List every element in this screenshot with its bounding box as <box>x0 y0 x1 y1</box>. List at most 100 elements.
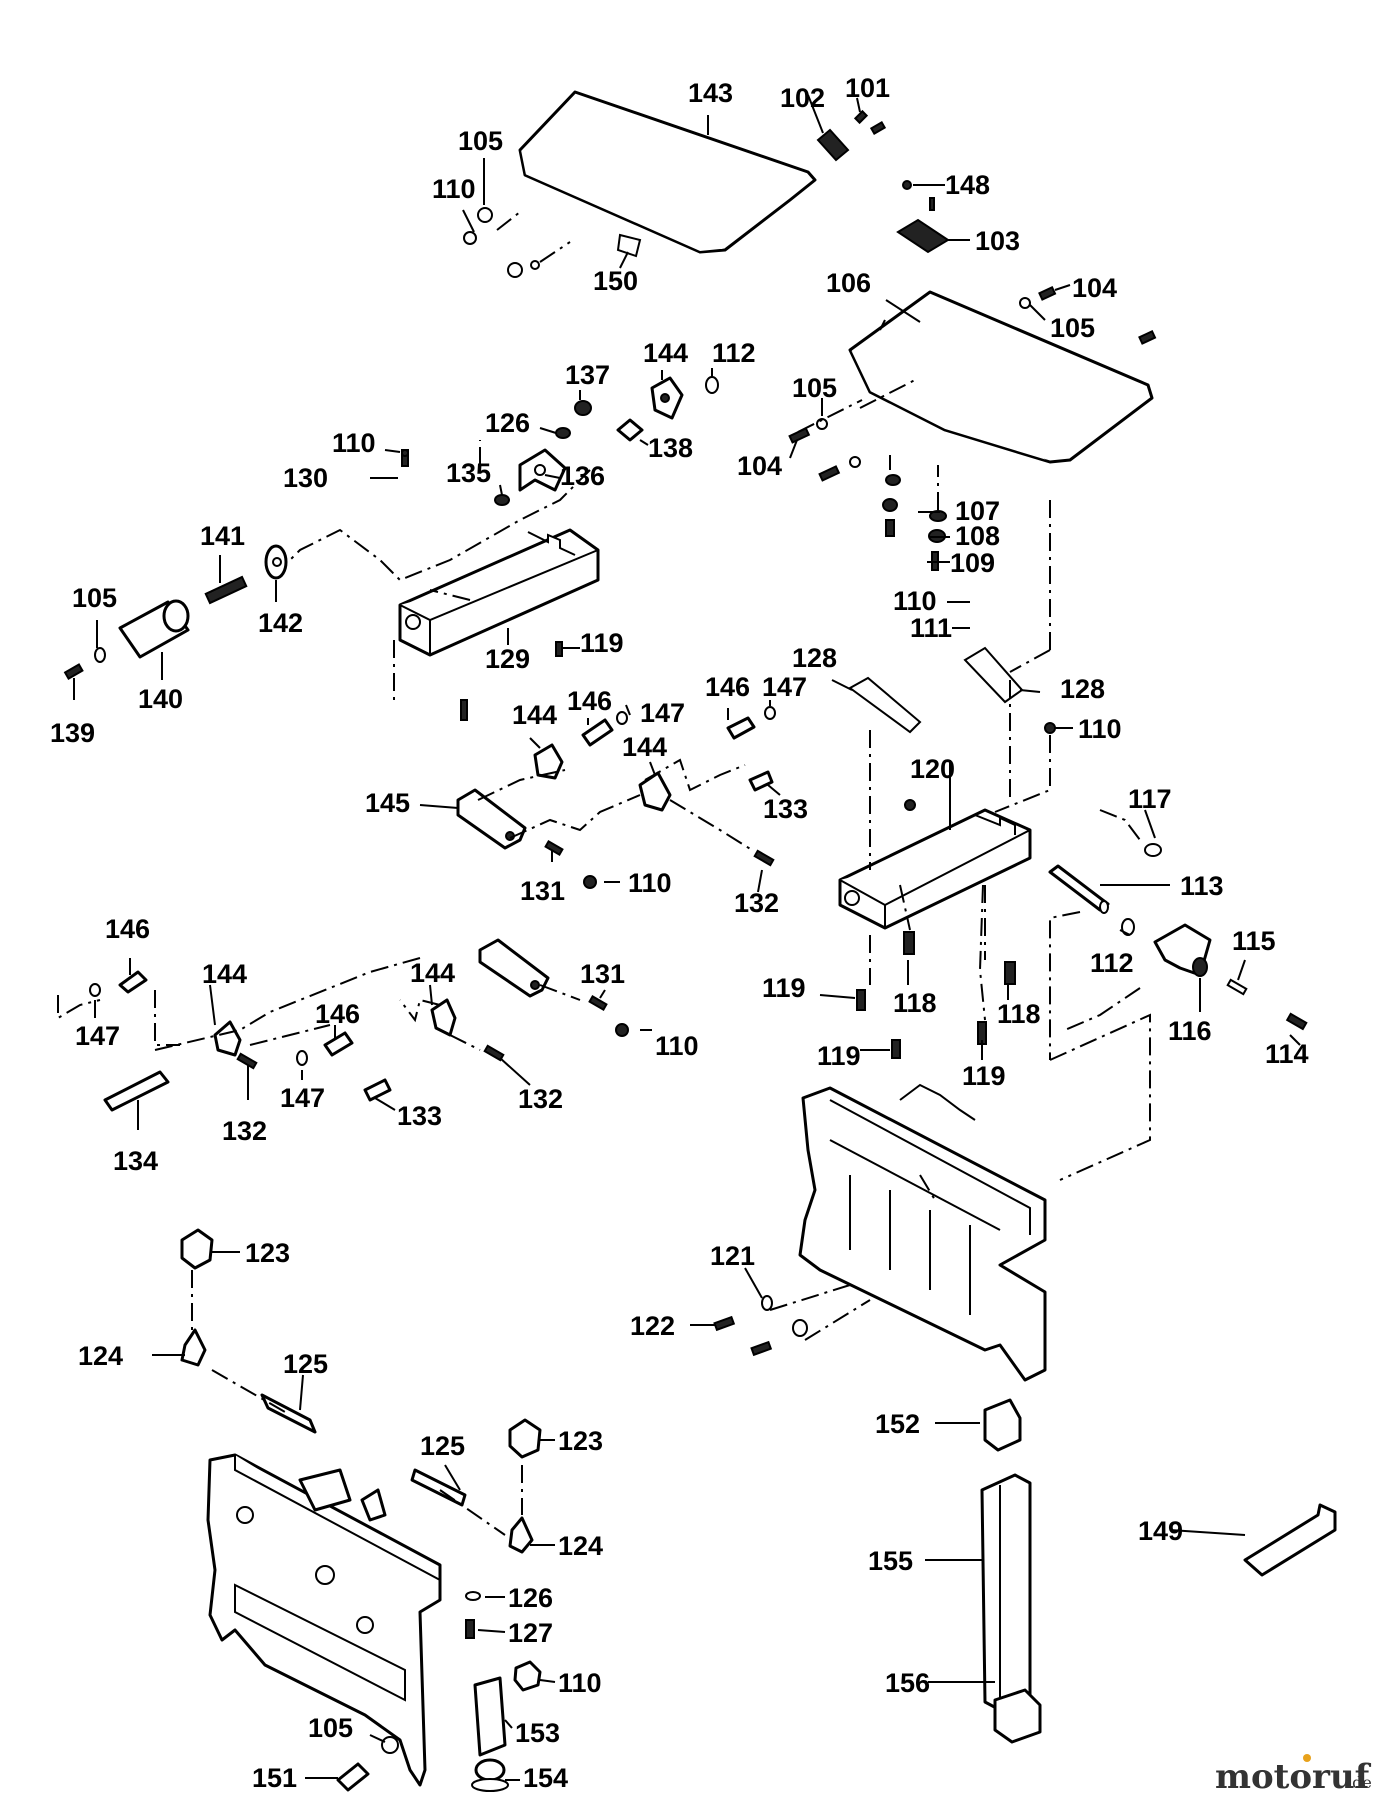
label-124: 124 <box>558 1531 603 1561</box>
label-150: 150 <box>593 266 638 296</box>
part-152-cap <box>983 1398 1022 1452</box>
part-113-shaft <box>1048 864 1110 914</box>
label-122: 122 <box>630 1311 675 1341</box>
label-104: 104 <box>737 451 782 481</box>
label-110: 110 <box>432 174 476 204</box>
label-113: 113 <box>1180 871 1224 901</box>
label-124: 124 <box>78 1341 123 1371</box>
label-116: 116 <box>1168 1016 1212 1046</box>
part-144-top-bracket <box>650 376 719 420</box>
part-128-brackets <box>848 646 1024 734</box>
pins-146-133-131 <box>89 706 776 1102</box>
part-136-bracket <box>518 448 567 492</box>
brand-name: motoruf <box>1215 1757 1372 1797</box>
label-127: 127 <box>508 1618 553 1648</box>
label-151: 151 <box>252 1763 297 1793</box>
label-132: 132 <box>734 888 779 918</box>
label-146: 146 <box>705 672 750 702</box>
label-128: 128 <box>792 643 837 673</box>
label-130: 130 <box>283 463 328 493</box>
label-102: 102 <box>780 83 825 113</box>
label-139: 139 <box>50 718 95 748</box>
label-123: 123 <box>245 1238 290 1268</box>
label-118: 118 <box>893 988 937 1018</box>
label-152: 152 <box>875 1409 920 1439</box>
label-115: 115 <box>1232 926 1276 956</box>
small-hardware-top <box>463 109 887 278</box>
label-108: 108 <box>955 521 1000 551</box>
label-111: 111 <box>910 613 952 643</box>
label-131: 131 <box>580 959 625 989</box>
part-116-bracket <box>1153 923 1212 977</box>
label-148: 148 <box>945 170 990 200</box>
label-105: 105 <box>1050 313 1095 343</box>
label-107: 107 <box>955 496 1000 526</box>
label-125: 125 <box>420 1431 465 1461</box>
brand-dot-icon <box>1303 1754 1311 1762</box>
label-140: 140 <box>138 684 183 714</box>
label-146: 146 <box>105 914 150 944</box>
label-149: 149 <box>1138 1516 1183 1546</box>
leader-lines <box>73 94 1301 1781</box>
label-118: 118 <box>997 999 1041 1029</box>
label-146: 146 <box>567 686 612 716</box>
label-117: 117 <box>1128 784 1172 814</box>
label-145: 145 <box>365 788 410 818</box>
label-138: 138 <box>648 433 693 463</box>
label-103: 103 <box>975 226 1020 256</box>
label-101: 101 <box>845 73 890 103</box>
label-105: 105 <box>72 583 117 613</box>
label-104: 104 <box>1072 273 1117 303</box>
label-153: 153 <box>515 1718 560 1748</box>
label-144: 144 <box>202 959 247 989</box>
label-143: 143 <box>688 78 733 108</box>
label-119: 119 <box>580 628 624 658</box>
label-131: 131 <box>520 876 565 906</box>
stand-frame-right <box>798 1083 1047 1382</box>
part-134-pin <box>103 1070 170 1112</box>
label-123: 123 <box>558 1426 603 1456</box>
label-120: 120 <box>910 754 955 784</box>
label-144: 144 <box>622 732 667 762</box>
stand-hardware-left <box>180 1228 542 1792</box>
label-144: 144 <box>410 958 455 988</box>
part-106-infeed-table <box>848 290 1154 464</box>
label-137: 137 <box>565 360 610 390</box>
label-110: 110 <box>655 1031 699 1061</box>
label-119: 119 <box>762 973 806 1003</box>
label-112: 112 <box>1090 948 1134 978</box>
label-129: 129 <box>485 644 530 674</box>
label-146: 146 <box>315 999 360 1029</box>
label-126: 126 <box>508 1583 553 1613</box>
part-155-leg <box>980 1473 1032 1712</box>
stand-hardware-right <box>713 1295 808 1357</box>
label-121: 121 <box>710 1241 755 1271</box>
brand-suffix: .de <box>1347 1773 1372 1792</box>
motoruf-watermark: motoruf .de <box>1215 1754 1372 1797</box>
parts-139-142-handle <box>63 544 288 680</box>
label-110: 110 <box>558 1668 602 1698</box>
label-110: 110 <box>332 428 376 458</box>
label-105: 105 <box>792 373 837 403</box>
part-149-hex-key <box>1243 1503 1337 1577</box>
center-lines <box>57 319 1151 1536</box>
part-143-outfeed-table <box>518 90 817 258</box>
label-119: 119 <box>962 1061 1006 1091</box>
label-147: 147 <box>280 1083 325 1113</box>
label-154: 154 <box>523 1763 568 1793</box>
label-134: 134 <box>113 1146 158 1176</box>
label-110: 110 <box>893 586 937 616</box>
label-147: 147 <box>762 672 807 702</box>
part-102-bracket <box>816 128 850 162</box>
part-156-foot <box>993 1688 1042 1744</box>
label-110: 110 <box>1078 714 1122 744</box>
part-119-screw-left <box>460 641 563 721</box>
label-147: 147 <box>75 1021 120 1051</box>
part-145-slide-upper <box>456 788 527 850</box>
label-126: 126 <box>485 408 530 438</box>
pins-138-137 <box>401 400 644 506</box>
part-129-table-support <box>398 528 600 657</box>
label-125: 125 <box>283 1349 328 1379</box>
label-144: 144 <box>643 338 688 368</box>
